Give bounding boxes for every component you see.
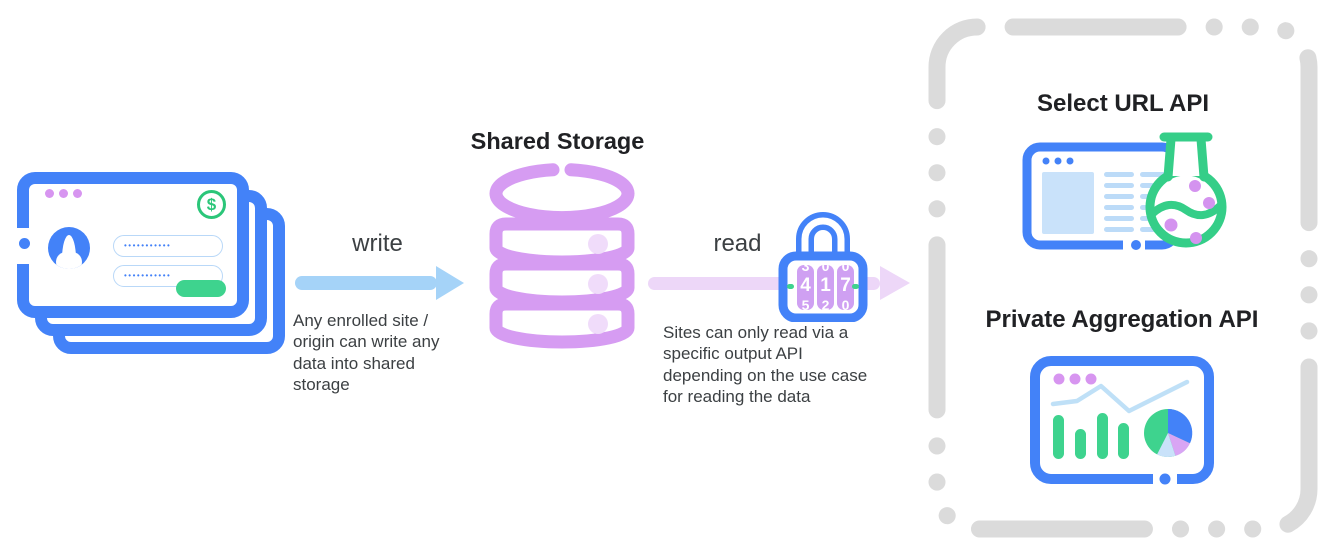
wheel-digit-above: 0: [821, 265, 830, 274]
wheel-digit-below: 2: [821, 297, 830, 310]
database-band-1: [489, 217, 635, 269]
lock-wheel-1: 3 4 5: [797, 265, 814, 310]
flask-icon: [1145, 132, 1227, 248]
write-arrow: [295, 276, 437, 290]
bar-chart-icon: [1053, 413, 1129, 459]
read-arrow-head: [880, 266, 910, 300]
read-caption: Sites can only read via a specific outpu…: [663, 323, 868, 406]
pie-chart-icon: [1144, 408, 1193, 457]
write-arrow-head: [436, 266, 464, 300]
select-url-api-icon: [1022, 132, 1227, 252]
flask-bubbles: [1164, 180, 1215, 244]
wheel-digit-below: 0: [841, 297, 850, 310]
wheel-digit-above: 3: [801, 265, 810, 274]
password-field-1: •••••••••••: [113, 235, 223, 257]
avatar-shoulders: [56, 252, 82, 269]
user-avatar-icon: [48, 227, 90, 269]
private-aggregation-api-title: Private Aggregation API: [985, 306, 1259, 333]
window-dot-icon: [73, 189, 82, 198]
wheel-digit-below: 5: [801, 297, 810, 310]
window-border-dot: [19, 238, 30, 249]
lock-wheel-3: 0 7 0: [837, 265, 854, 310]
lock-wheels: 3 4 5 0 1 2 0 7 0: [797, 265, 854, 310]
read-label: read: [713, 230, 762, 257]
lock-dash-left: [787, 284, 794, 289]
lock-wheel-2: 0 1 2: [817, 265, 834, 310]
flask-liquid-wave: [1148, 200, 1224, 220]
combination-lock-icon: 3 4 5 0 1 2 0 7 0: [778, 198, 868, 322]
write-caption: Any enrolled site / origin can write any…: [293, 311, 440, 394]
wheel-digit: 4: [800, 275, 811, 296]
submit-button: [176, 280, 226, 297]
private-aggregation-api-icon: [1030, 356, 1214, 486]
select-url-api-title: Select URL API: [1036, 90, 1210, 117]
wheel-digit: 1: [820, 275, 831, 296]
publisher-window-front: $ ••••••••••• •••••••••••: [17, 172, 249, 318]
dollar-badge-icon: $: [197, 190, 226, 219]
lock-dash-right: [852, 284, 859, 289]
dollar-sign: $: [206, 194, 217, 214]
wheel-digit: 7: [840, 275, 851, 296]
database-icon: [489, 163, 635, 349]
window-dots: [1053, 373, 1097, 385]
window-dot-icon: [45, 189, 54, 198]
window-dot-icon: [59, 189, 68, 198]
line-chart-icon: [1050, 379, 1190, 414]
wheel-digit-above: 0: [841, 265, 850, 274]
database-band-3: [489, 297, 635, 349]
database-band-2: [489, 257, 635, 309]
write-label: write: [352, 230, 403, 257]
shared-storage-title: Shared Storage: [470, 128, 645, 154]
